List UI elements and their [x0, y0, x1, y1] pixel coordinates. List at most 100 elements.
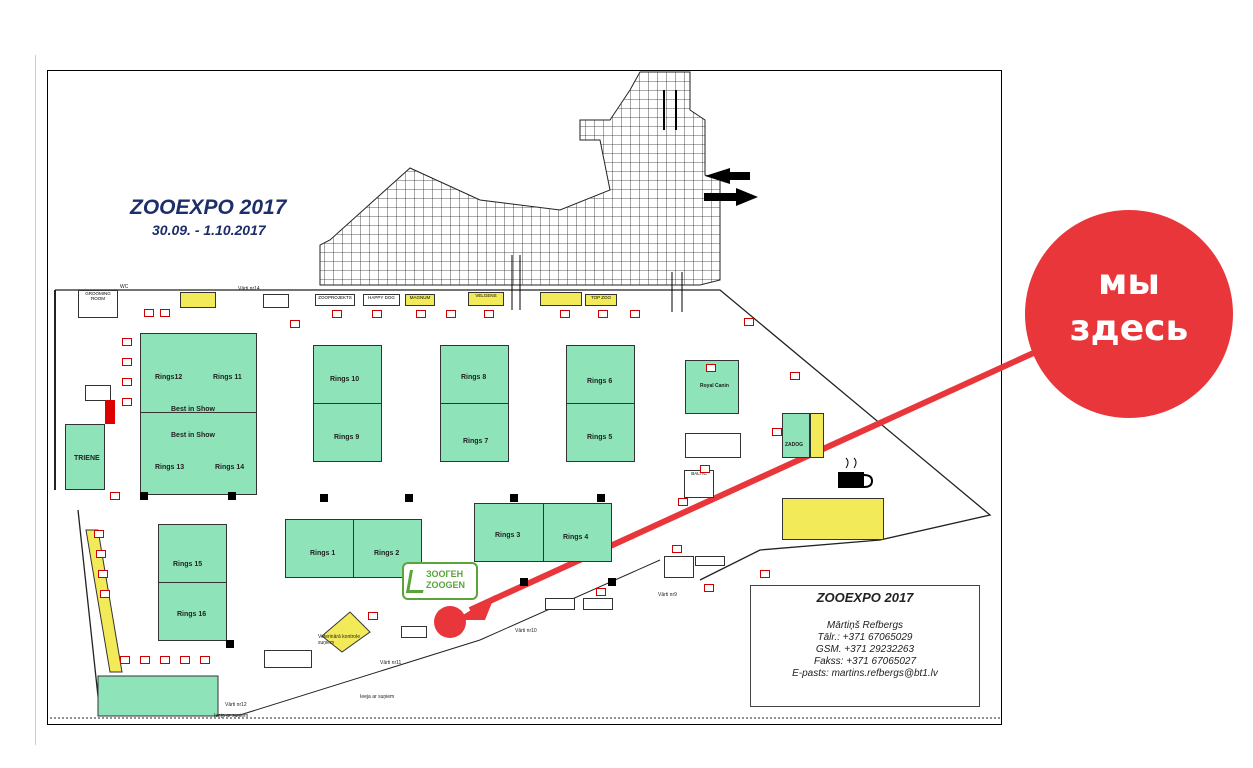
booth-velgens: VELGENS	[468, 292, 504, 306]
ring-label: Rings 10	[330, 376, 360, 383]
booth-zooprojekts: ZOOPROJEKTS	[315, 294, 355, 306]
ring-label: Rings 6	[587, 378, 613, 385]
contact-phone: Tālr.: +371 67065029	[817, 632, 913, 643]
booth-top-zoo: TOP ZOO	[585, 294, 617, 306]
gate-9-label: Vārti nr9	[658, 592, 677, 598]
map-dates: 30.09. - 1.10.2017	[152, 222, 266, 238]
we-are-here-callout: мы здесь	[1025, 210, 1233, 418]
map-title: ZOOEXPO 2017	[130, 196, 287, 219]
stand-number-box	[372, 310, 382, 318]
stand-number-box	[704, 584, 714, 592]
stand-number-box	[744, 318, 754, 326]
stand-number-box	[200, 656, 210, 664]
vet-control-label: Veterinārā kontrole suņiem	[318, 634, 360, 646]
stand-number-box	[484, 310, 494, 318]
yellow-booth	[180, 292, 216, 308]
booth	[401, 626, 427, 638]
ring-label: Rings 1	[310, 550, 336, 557]
gate-11-label: Vārti nr11	[380, 660, 402, 666]
stand-number-box	[160, 656, 170, 664]
grid-seating-area	[319, 71, 721, 286]
contact-info-box: ZOOEXPO 2017 Mārtiņš Refbergs Tālr.: +37…	[750, 585, 980, 707]
ring-label: Best in Show	[171, 406, 215, 413]
booth-baltic: BALTIC	[684, 470, 714, 498]
contact-gsm: GSM. +371 29232263	[815, 644, 915, 655]
pillar-marker	[320, 494, 328, 502]
booth-magnum: MAGNUM	[405, 294, 435, 306]
stand-number-box	[160, 309, 170, 317]
ring-label: Rings 8	[461, 374, 487, 381]
stand-number-box	[110, 492, 120, 500]
pillar-marker	[608, 578, 616, 586]
logo-text-cyrillic: ЗООГЕН	[426, 569, 464, 579]
stand-number-box	[290, 320, 300, 328]
stand-number-box	[332, 310, 342, 318]
triene-label: TRIENE	[74, 455, 100, 462]
booth	[583, 598, 613, 610]
ring-label: Rings 5	[587, 434, 613, 441]
yellow-booth	[810, 413, 824, 458]
arrow-right-icon	[736, 188, 758, 206]
entry-dogs-label: Ieeja ar suņiem	[360, 694, 395, 700]
booth	[264, 650, 312, 668]
triene-area: TRIENE	[65, 424, 105, 490]
ring-label: Rings 9	[334, 434, 360, 441]
arrow-left-icon	[705, 168, 730, 184]
ring-label: Rings 14	[215, 464, 245, 471]
booth	[545, 598, 575, 610]
zoogen-logo: ЗООГЕН ZOOGEN	[402, 562, 478, 600]
stand-number-box	[144, 309, 154, 317]
stand-number-box	[94, 530, 104, 538]
gate-12-label: Vārti nr12	[225, 702, 247, 708]
stand-number-box	[700, 465, 710, 473]
stand-number-box	[706, 364, 716, 372]
floor-plan-frame	[47, 70, 1002, 725]
yellow-booth	[540, 292, 582, 306]
stand-number-box	[772, 428, 782, 436]
ring-label: Rings12	[155, 374, 183, 381]
stand-number-box	[122, 378, 132, 386]
stand-number-box	[760, 570, 770, 578]
ring-block-12-14: Rings12 Rings 11 Best in Show Best in Sh…	[140, 333, 257, 495]
entry-dogs-label-2: Ieeja ar suņiem	[214, 713, 249, 719]
pillar-marker	[597, 494, 605, 502]
stand-number-box	[672, 545, 682, 553]
coffee-cup-icon	[838, 457, 874, 488]
booth	[263, 294, 289, 308]
pillar-marker	[228, 492, 236, 500]
gate-10-label: Vārti nr10	[515, 628, 537, 634]
booth	[695, 556, 725, 566]
ring-label: Rings 16	[177, 611, 207, 618]
zadog-label: ZADOG	[785, 442, 804, 448]
logo-text-latin: ZOOGEN	[426, 580, 466, 590]
stand-number-box	[596, 588, 606, 596]
ring-label: Best in Show	[171, 432, 215, 439]
stand-number-box	[560, 310, 570, 318]
gate-14-label: Vārti nr14	[238, 286, 260, 292]
ring-label: Rings 2	[374, 550, 400, 557]
booth	[85, 385, 111, 401]
yellow-booth-large	[782, 498, 884, 540]
stand-number-box	[180, 656, 190, 664]
contact-email: E-pasts: martins.refbergs@bt1.lv	[792, 668, 938, 679]
booth-happy-dog: HAPPY DOG	[363, 294, 400, 306]
ring-label: Rings 7	[463, 438, 489, 445]
stand-number-box	[598, 310, 608, 318]
contact-fax: Fakss: +371 67065027	[813, 656, 917, 667]
stand-number-box	[446, 310, 456, 318]
pin-marker-icon	[434, 606, 466, 638]
ring-label: Rings 3	[495, 532, 521, 539]
grooming-room: GROOMING ROOM	[78, 290, 118, 318]
stand-number-box	[630, 310, 640, 318]
ring-label: Rings 15	[173, 561, 203, 568]
entrance-arrows	[663, 90, 758, 206]
booth	[664, 556, 694, 578]
stand-number-box	[120, 656, 130, 664]
stand-number-box	[122, 398, 132, 406]
pillar-marker	[405, 494, 413, 502]
contact-title: ZOOEXPO 2017	[816, 590, 914, 605]
callout-line-2: здесь	[1069, 308, 1189, 349]
wc-label: WC	[120, 284, 129, 290]
page-edge-rule	[35, 55, 36, 745]
